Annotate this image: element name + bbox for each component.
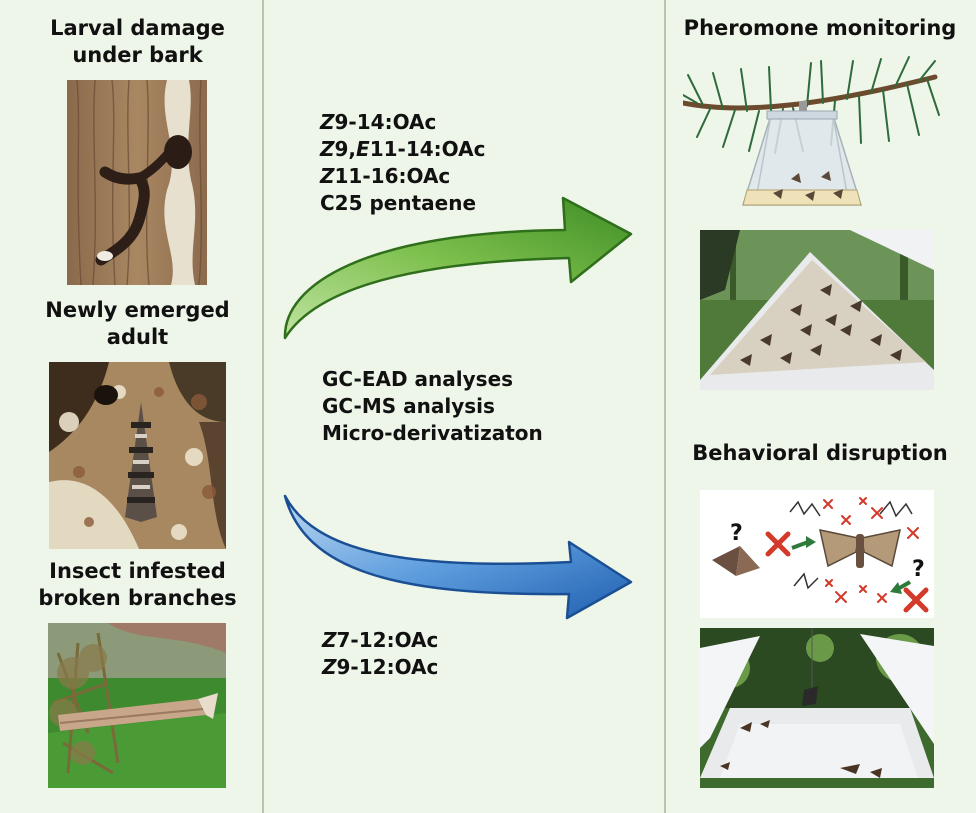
question-mark-left: ? — [730, 521, 743, 546]
top-compound-list: Z9-14:OAc Z9,E11-14:OAc Z11-16:OAc C25 p… — [320, 109, 485, 217]
broken-branches-photo — [48, 623, 226, 788]
method-micro-derivatization: Micro-derivatizaton — [322, 421, 543, 445]
method-gc-ead: GC-EAD analyses — [322, 367, 514, 391]
right-divider — [664, 0, 666, 813]
larval-damage-illustration — [67, 80, 207, 285]
bottom-compound-list: Z7-12:OAc Z9-12:OAc — [322, 627, 438, 681]
compound-c25-pentaene: C25 pentaene — [320, 191, 477, 215]
compound-z11-16-oac: Z11-16:OAc — [320, 164, 451, 188]
question-mark-right: ? — [912, 557, 925, 582]
infested-branches-label: Insect infested broken branches — [38, 559, 237, 610]
disruption-trap-photo — [700, 628, 934, 788]
behavioral-disruption-label: Behavioral disruption — [692, 441, 948, 465]
compound-z9-12-oac: Z9-12:OAc — [322, 655, 439, 679]
red-x-large-right — [903, 587, 929, 613]
disruption-diagram: ? ? — [700, 490, 934, 618]
confused-moth-icon — [712, 546, 760, 576]
larval-damage-label: Larval damage under bark — [50, 16, 225, 67]
pine-branch-trap-illustration — [683, 55, 941, 220]
green-arrow — [275, 190, 637, 340]
trap-with-moths-photo — [700, 230, 934, 390]
compound-z9-14-oac: Z9-14:OAc — [320, 110, 437, 134]
method-gc-ms: GC-MS analysis — [322, 394, 495, 418]
methods-list: GC-EAD analyses GC-MS analysis Micro-der… — [322, 366, 543, 447]
compound-z9-e11-14-oac: Z9,E11-14:OAc — [320, 137, 486, 161]
adult-moth-photo — [49, 362, 226, 549]
red-x-large-left — [765, 531, 791, 557]
pheromone-monitoring-label: Pheromone monitoring — [683, 16, 957, 40]
left-divider — [262, 0, 264, 813]
compound-z7-12-oac: Z7-12:OAc — [322, 628, 439, 652]
blue-arrow — [275, 490, 637, 620]
newly-emerged-adult-label: Newly emerged adult — [45, 298, 230, 349]
